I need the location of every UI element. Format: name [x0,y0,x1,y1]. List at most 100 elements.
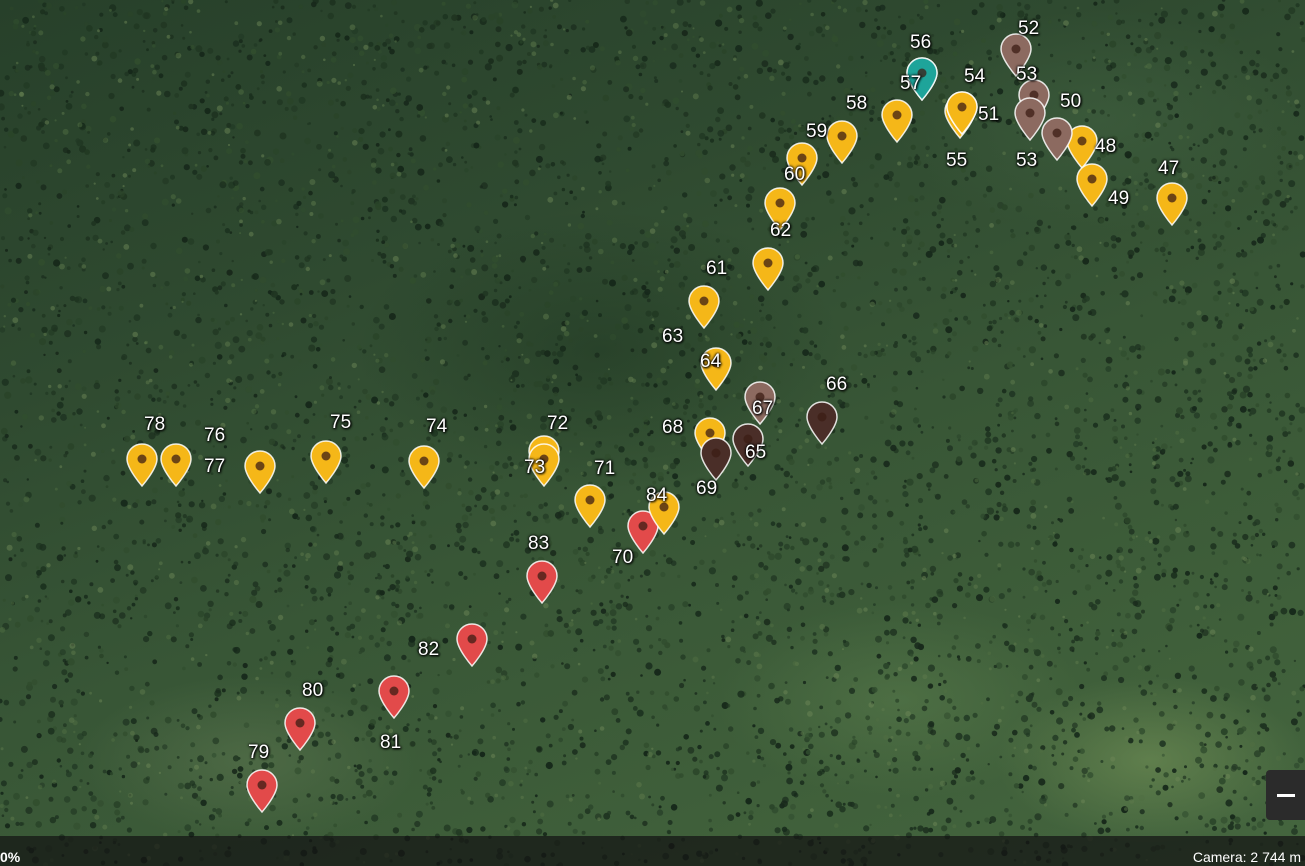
pin-label: 75 [330,412,352,433]
minus-icon [1276,793,1295,797]
pin-label: 80 [302,680,324,701]
map-pin-84[interactable] [647,490,681,536]
map-pin-83[interactable] [525,559,559,605]
pin-label: 77 [204,456,226,477]
pin-label: 79 [248,742,270,763]
pin-icon [648,491,680,536]
map-pin-60[interactable] [785,141,819,187]
map-pin-66[interactable] [805,400,839,446]
pin-icon [126,443,158,488]
map-pin-71[interactable] [573,483,607,529]
pin-icon [408,445,440,490]
pin-icon [786,142,818,187]
pin-icon [826,120,858,165]
pin-icon [806,401,838,446]
pin-icon [881,99,913,144]
pin-label: 64 [700,351,722,372]
map-pin-55[interactable] [945,90,979,136]
pin-label: 48 [1095,136,1117,157]
pin-icon [732,423,764,468]
map-pin-76[interactable] [159,442,193,488]
pin-icon [528,443,560,488]
pin-label: 60 [784,164,806,185]
pin-icon [946,91,978,136]
map-pin-53[interactable] [1040,116,1074,162]
map-pin-49[interactable] [1075,162,1109,208]
pin-label: 59 [806,121,828,142]
map-pin-48[interactable] [1065,124,1099,170]
pin-label: 54 [964,66,986,87]
pin-label: 53 [1016,64,1038,85]
pin-label: 65 [745,442,767,463]
map-pin-65[interactable] [731,422,765,468]
map-pin-75[interactable] [309,439,343,485]
pin-icon [627,510,659,555]
map-pin-69[interactable] [699,436,733,482]
map-pin-58[interactable] [880,98,914,144]
map-pin-59[interactable] [825,119,859,165]
map-pin-63[interactable] [687,284,721,330]
pin-label: 82 [418,639,440,660]
map-pin-67[interactable] [743,380,777,426]
camera-altitude: Camera: 2 744 m [1192,849,1301,865]
pin-label: 70 [612,547,634,568]
pin-icon [456,623,488,668]
map-pin-70[interactable] [626,509,660,555]
pin-icon [1076,163,1108,208]
pin-icon [700,437,732,482]
map-pin-80[interactable] [283,706,317,752]
map-pin-74[interactable] [407,444,441,490]
pin-icon [744,381,776,426]
pin-icon [310,440,342,485]
pin-icon [284,707,316,752]
pin-label: 49 [1108,188,1130,209]
loading-progress: 0% [0,849,21,865]
map-pin-64[interactable] [699,346,733,392]
pin-icon [906,57,938,102]
map-pin-61[interactable] [751,246,785,292]
map-pin-53[interactable] [1013,96,1047,142]
pin-icon [244,450,276,495]
pin-label: 55 [946,150,968,171]
pin-icon [1000,33,1032,78]
pin-icon [1066,125,1098,170]
pin-label: 84 [646,485,668,506]
pin-icon [378,675,410,720]
map-pin-73[interactable] [527,442,561,488]
pin-label: 72 [547,413,569,434]
pin-label: 56 [910,32,932,53]
pin-label: 76 [204,425,226,446]
pin-icon [1014,97,1046,142]
map-pin-57[interactable] [905,56,939,102]
status-bar [0,836,1305,866]
map-pin-81[interactable] [377,674,411,720]
map-pin-62[interactable] [763,186,797,232]
pin-label: 78 [144,414,166,435]
pin-icon [160,443,192,488]
pin-icon [688,285,720,330]
map-pin-78[interactable] [125,442,159,488]
pin-label: 50 [1060,91,1082,112]
pin-label: 51 [978,104,1000,125]
pin-icon [1156,182,1188,227]
pin-label: 74 [426,416,448,437]
pin-label: 57 [900,73,922,94]
pin-icon [574,484,606,529]
pin-label: 73 [524,457,546,478]
map-pin-77[interactable] [243,449,277,495]
map-pin-79[interactable] [245,768,279,814]
pin-icon [1041,117,1073,162]
pin-label: 83 [528,533,550,554]
pin-icon [526,560,558,605]
map-pin-52[interactable] [999,32,1033,78]
zoom-out-button[interactable] [1266,770,1305,820]
map-pin-47[interactable] [1155,181,1189,227]
pin-label: 81 [380,732,402,753]
pin-label: 53 [1016,150,1038,171]
pin-icon [764,187,796,232]
pin-label: 58 [846,93,868,114]
pin-label: 61 [706,258,728,279]
pin-icon [752,247,784,292]
map-pin-82[interactable] [455,622,489,668]
